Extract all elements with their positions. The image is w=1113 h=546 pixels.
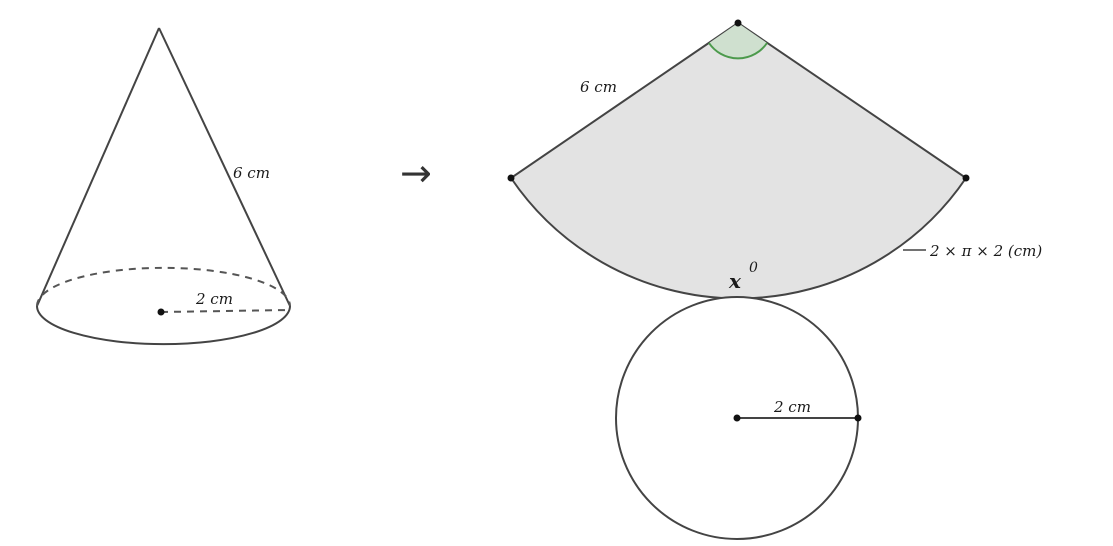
sector-slant-label: 6 cm: [580, 78, 617, 96]
sector-arc-label: 2 × π × 2 (cm): [929, 242, 1042, 260]
sector-angle-label: x: [728, 269, 742, 293]
cone-3d: 6 cm 2 cm: [36, 27, 291, 346]
cone-right-edge: [158, 27, 291, 307]
cone-slant-label: 6 cm: [233, 164, 270, 182]
sector-angle-degree: 0: [749, 260, 758, 276]
base-edge-dot: [854, 414, 862, 422]
cone-base-back-dashed: [36, 266, 291, 307]
net-base-circle: 2 cm: [615, 296, 862, 540]
cone-base-front: [36, 305, 291, 346]
transform-arrow: →: [400, 151, 432, 195]
sector-angle-arc: [708, 42, 768, 60]
sector-apex-dot: [734, 19, 742, 27]
cone-base-center-dot: [157, 308, 165, 316]
cone-left-edge: [36, 27, 160, 307]
sector-angle-fill: [709, 23, 767, 59]
sector-left-dot: [507, 174, 515, 182]
net-sector: 6 cm 2 × π × 2 (cm) x 0: [507, 19, 1042, 300]
cone-radius-dashed: [160, 309, 291, 313]
base-radius-label: 2 cm: [773, 398, 811, 416]
base-center-dot: [733, 414, 741, 422]
cone-radius-label: 2 cm: [195, 290, 233, 308]
sector-right-dot: [962, 174, 970, 182]
sector-shape: [509, 21, 968, 300]
